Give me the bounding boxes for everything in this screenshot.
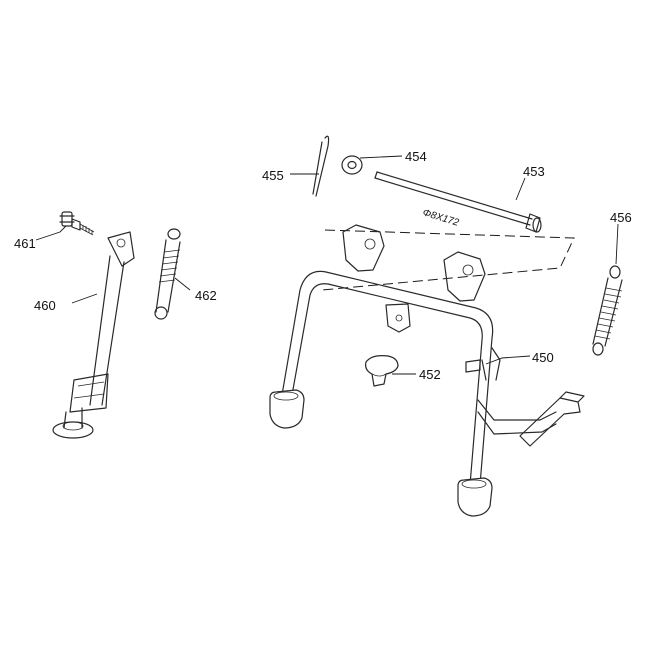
callout-453: 453 — [523, 164, 545, 179]
leader-461 — [35, 225, 67, 241]
callout-455: 455 — [262, 168, 284, 183]
leader-460 — [71, 293, 98, 304]
leader-462 — [174, 277, 191, 291]
spring-462 — [154, 228, 181, 320]
callout-460: 460 — [34, 298, 56, 313]
leader-456 — [615, 223, 619, 265]
shaft-dimension: Φ8X172 — [421, 207, 460, 229]
callout-456: 456 — [610, 210, 632, 225]
callout-462: 462 — [195, 288, 217, 303]
leader-454 — [359, 155, 403, 159]
spring-456 — [592, 265, 623, 356]
rubber-stopper-452 — [365, 355, 399, 387]
leader-453 — [515, 177, 526, 201]
callout-454: 454 — [405, 149, 427, 164]
bolt-461 — [59, 211, 95, 236]
main-stand-450 — [269, 224, 585, 517]
shaft-453 — [374, 171, 542, 233]
cotter-pin-455 — [312, 135, 330, 197]
callout-461: 461 — [14, 236, 36, 251]
assembly-axis — [321, 229, 575, 291]
leader-450 — [485, 355, 531, 365]
callout-452: 452 — [419, 367, 441, 382]
callout-450: 450 — [532, 350, 554, 365]
side-stand-460 — [52, 231, 135, 439]
washer-454 — [341, 155, 363, 175]
